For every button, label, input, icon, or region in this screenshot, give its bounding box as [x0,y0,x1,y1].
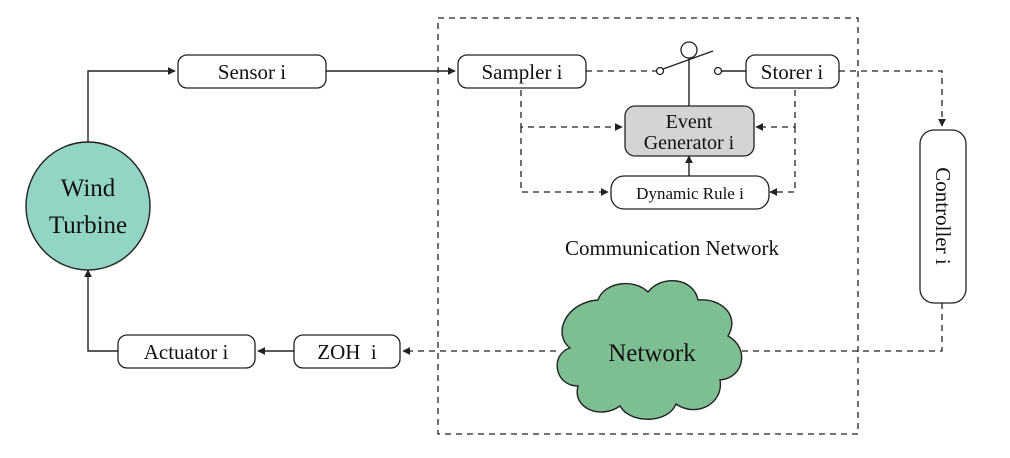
actuator-node: Actuator i [117,334,256,369]
network-cloud-node: Network [556,279,743,420]
communication-network-region [437,17,859,435]
wind-turbine-node: Wind Turbine [25,141,151,271]
sampler-box [457,54,587,89]
actuator-to-turbine-arrow [84,269,118,352]
sampler-to-event-generator-arrow [520,90,623,131]
wind-turbine-ellipse [25,141,151,271]
actuator-label: Actuator i [144,340,229,364]
zoh-box [293,334,401,369]
actuator-box [117,334,256,369]
sampler-label: Sampler i [481,60,562,84]
controller-box [919,129,967,304]
dynamic-rule-label: Dynamic Rule i [636,184,744,203]
event-generator-node: Event Generator i [624,105,755,157]
storer-label: Storer i [761,60,824,84]
controller-label: Controller i [931,167,955,265]
dynamic-rule-node: Dynamic Rule i [610,175,770,210]
storer-to-dynamic-rule-arrow [769,127,796,196]
controller-node: Controller i [919,129,967,304]
switch-blade [662,50,714,70]
communication-network-label: Communication Network [565,236,780,260]
network-cloud-shape [556,279,743,420]
switch-actuator-knob [680,41,698,59]
sampler-to-dynamic-rule-arrow [520,127,609,196]
controller-to-network-line [742,303,943,352]
turbine-to-sensor-arrow [87,67,176,142]
sensor-box [177,54,327,89]
event-generator-label-line2: Generator i [644,132,735,154]
sensor-node: Sensor i [177,54,327,89]
switch-right-contact [713,66,723,76]
wind-turbine-label-line1: Wind [61,175,116,202]
sensor-label: Sensor i [218,60,286,84]
zoh-label: ZOH i [317,340,377,364]
wind-turbine-label-line2: Turbine [49,212,127,239]
event-generator-label-line1: Event [666,111,713,133]
storer-node: Storer i [745,54,840,89]
zoh-node: ZOH i [293,334,401,369]
network-cloud-label: Network [608,340,696,367]
storer-to-event-generator-arrow [755,90,796,131]
storer-box [745,54,840,89]
event-generator-box [624,105,755,157]
sampler-node: Sampler i [457,54,587,89]
storer-to-controller-arrow [839,70,946,127]
dynamic-rule-box [610,175,770,210]
switch-left-contact [655,66,665,76]
